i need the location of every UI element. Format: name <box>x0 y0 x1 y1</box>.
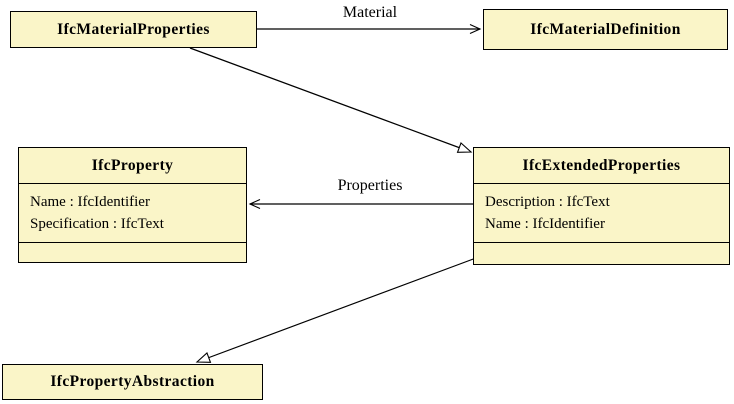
class-title: IfcMaterialDefinition <box>530 20 681 38</box>
class-box-ifcpropertyabstraction[interactable]: IfcPropertyAbstraction <box>2 364 263 400</box>
class-title: IfcExtendedProperties <box>474 148 729 184</box>
class-title: IfcPropertyAbstraction <box>50 373 215 390</box>
class-attribute: Description : IfcText <box>485 194 610 210</box>
class-box-ifcextendedproperties[interactable]: IfcExtendedProperties Description : IfcT… <box>473 147 730 265</box>
class-attribute: Name : IfcIdentifier <box>485 216 605 232</box>
relation-label-material: Material <box>342 4 398 21</box>
class-empty-compartment <box>19 243 246 262</box>
class-attributes: Description : IfcText Name : IfcIdentifi… <box>474 184 729 243</box>
class-box-ifcproperty[interactable]: IfcProperty Name : IfcIdentifier Specifi… <box>18 147 247 263</box>
class-attributes: Name : IfcIdentifier Specification : Ifc… <box>19 184 246 243</box>
class-title: IfcMaterialProperties <box>57 20 210 38</box>
class-box-ifcmaterialproperties[interactable]: IfcMaterialProperties <box>10 11 257 48</box>
generalization-line-to-ifcextendedproperties <box>189 47 473 153</box>
class-attribute: Specification : IfcText <box>30 216 164 232</box>
generalization-line-to-ifcpropertyabstraction <box>195 257 477 363</box>
class-empty-compartment <box>474 243 729 264</box>
relation-label-properties: Properties <box>337 177 403 194</box>
class-box-ifcmaterialdefinition[interactable]: IfcMaterialDefinition <box>483 9 728 50</box>
class-attribute: Name : IfcIdentifier <box>30 194 150 210</box>
class-title: IfcProperty <box>19 148 246 184</box>
